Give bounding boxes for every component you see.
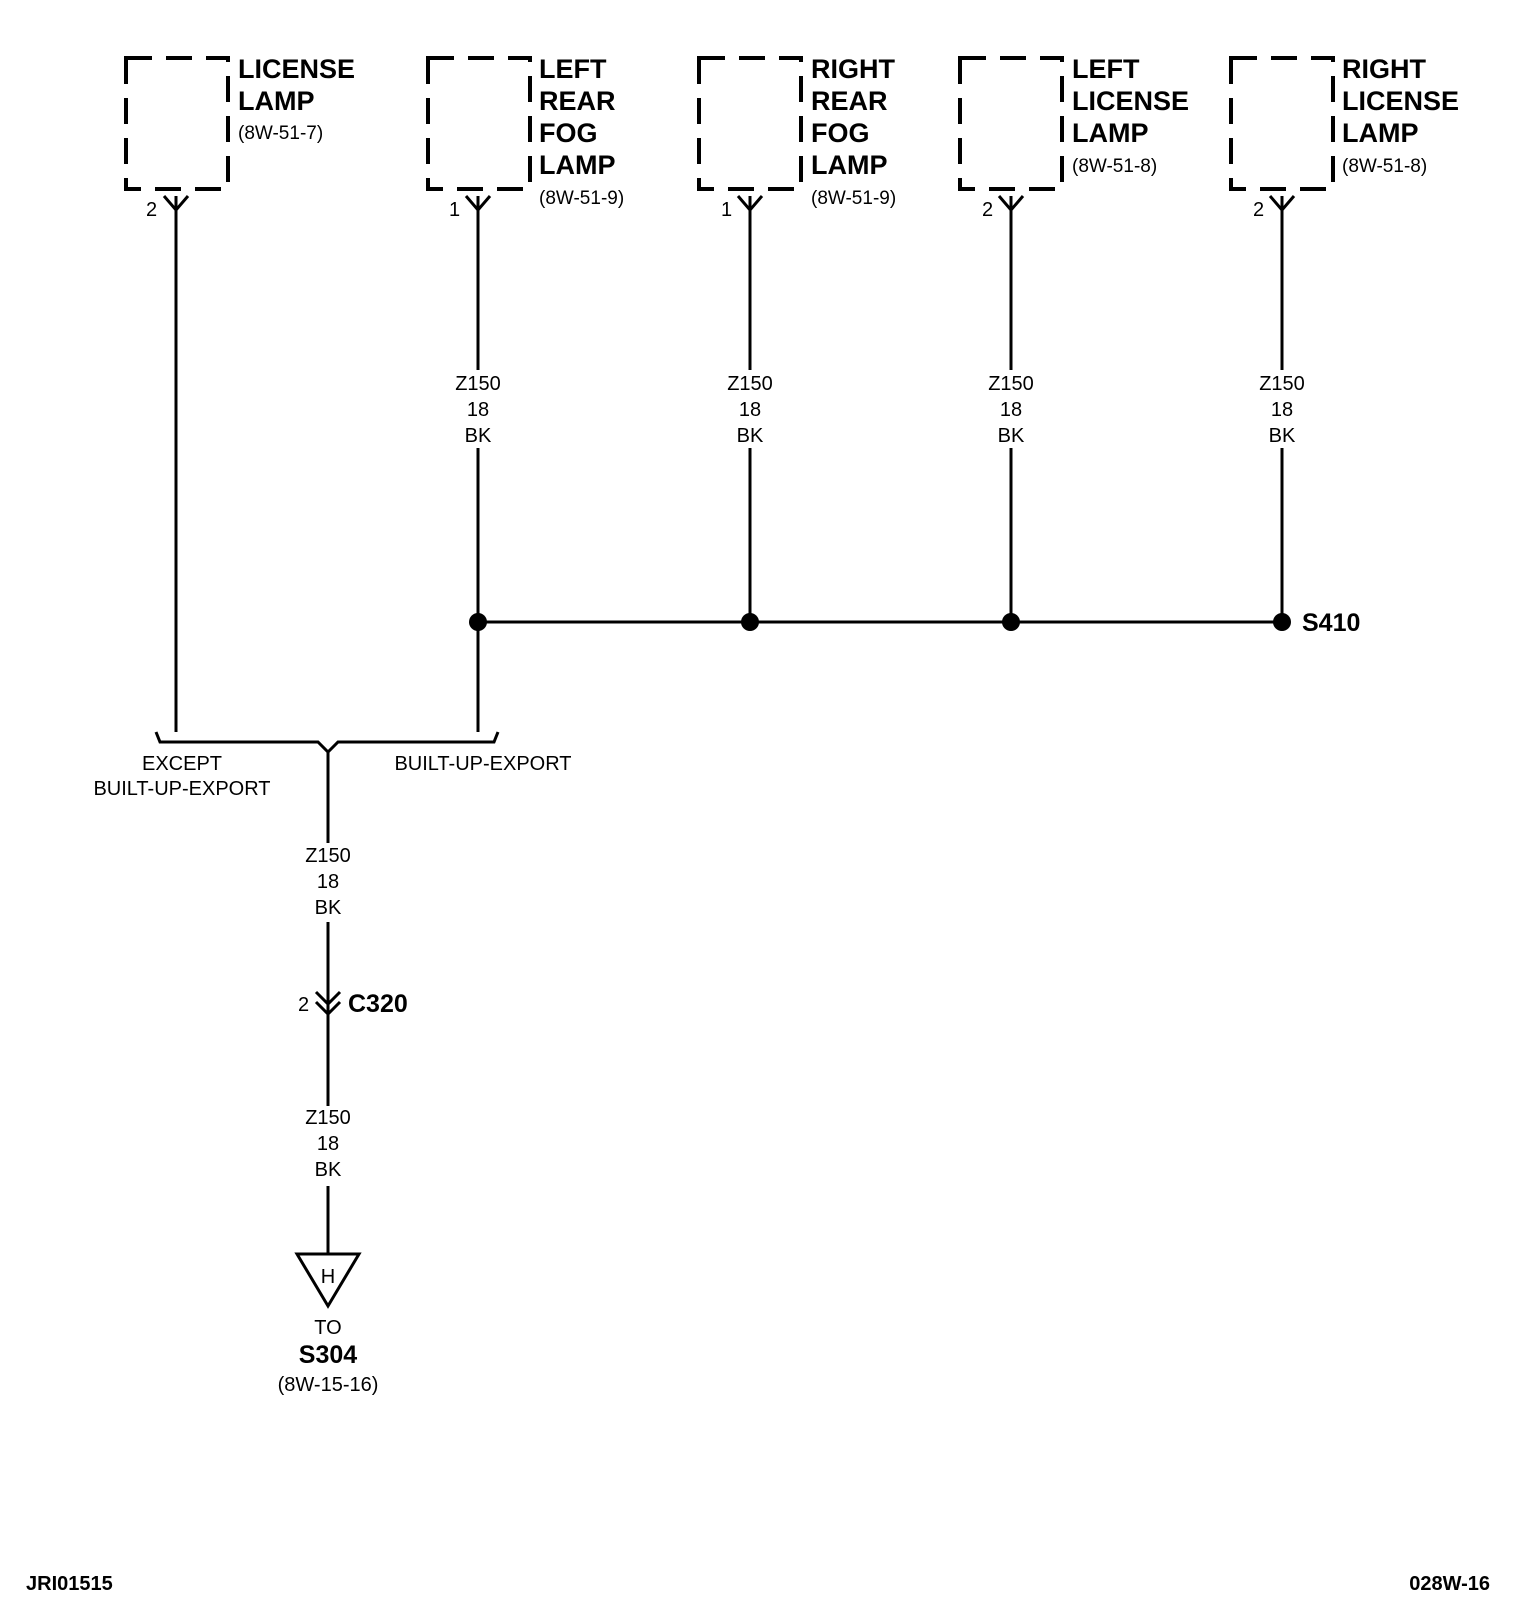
ground-ref: (8W-15-16)	[278, 1374, 379, 1396]
splice-dot	[469, 613, 487, 631]
component-label-line: LAMP	[1072, 118, 1149, 148]
splice-dot	[1273, 613, 1291, 631]
component-box	[124, 56, 230, 191]
option-right: BUILT-UP-EXPORT	[394, 753, 571, 775]
wire-circuit: Z150	[727, 373, 773, 395]
splice-dot	[741, 613, 759, 631]
component-license-lamp: LICENSE LAMP (8W-51-7) 2	[124, 54, 355, 221]
wire-label: Z150 18 BK	[455, 373, 501, 447]
component-ref: (8W-51-7)	[238, 123, 323, 144]
component-box	[426, 56, 532, 191]
component-box	[697, 56, 803, 191]
wire-label: Z150 18 BK	[988, 373, 1034, 447]
connector-c320-arrow	[314, 1000, 342, 1017]
connector-c320-arrow	[314, 990, 342, 1007]
component-right-rear-fog-lamp: RIGHT REAR FOG LAMP (8W-51-9) 1	[697, 54, 896, 221]
wire-label: Z150 18 BK	[305, 845, 351, 919]
component-label-line: LAMP	[811, 150, 888, 180]
ground-triangle-icon	[294, 1252, 362, 1309]
wire-gauge: 18	[739, 399, 761, 421]
option-left-line: BUILT-UP-EXPORT	[93, 778, 270, 800]
wire-label: Z150 18 BK	[305, 1107, 351, 1181]
footer-left-id: JRI01515	[26, 1573, 113, 1595]
connector-pin: 2	[298, 994, 309, 1016]
wire-gauge: 18	[1000, 399, 1022, 421]
ground-destination: S304	[299, 1341, 357, 1369]
connector-name: C320	[348, 990, 408, 1018]
component-label-line: FOG	[539, 118, 598, 148]
component-right-license-lamp: RIGHT LICENSE LAMP (8W-51-8) 2	[1229, 54, 1459, 221]
component-ref: (8W-51-9)	[539, 188, 624, 209]
option-left-line: EXCEPT	[142, 753, 222, 775]
splice-name: S410	[1302, 609, 1360, 637]
wire-color: BK	[1269, 425, 1296, 447]
wire-gauge: 18	[317, 1133, 339, 1155]
footer-right-id: 028W-16	[1409, 1573, 1490, 1595]
component-box	[1229, 56, 1335, 191]
wire-gauge: 18	[1271, 399, 1293, 421]
wire-color: BK	[998, 425, 1025, 447]
component-ref: (8W-51-8)	[1342, 156, 1427, 177]
wire-circuit: Z150	[988, 373, 1034, 395]
splice-dot	[1002, 613, 1020, 631]
component-label-line: REAR	[811, 86, 888, 116]
pin-number: 2	[982, 199, 993, 221]
component-label-line: LAMP	[539, 150, 616, 180]
wire-circuit: Z150	[305, 845, 351, 867]
component-box	[958, 56, 1064, 191]
component-left-rear-fog-lamp: LEFT REAR FOG LAMP (8W-51-9) 1	[426, 54, 624, 221]
pin-number: 1	[449, 199, 460, 221]
component-label-line: FOG	[811, 118, 870, 148]
wire-color: BK	[737, 425, 764, 447]
component-ref: (8W-51-9)	[811, 188, 896, 209]
component-label-line: LAMP	[238, 86, 315, 116]
wire-color: BK	[315, 897, 342, 919]
component-label-line: LICENSE	[1072, 86, 1189, 116]
wire-gauge: 18	[317, 871, 339, 893]
component-label-line: REAR	[539, 86, 616, 116]
ground-letter: H	[321, 1266, 335, 1288]
wire-color: BK	[315, 1159, 342, 1181]
component-left-license-lamp: LEFT LICENSE LAMP (8W-51-8) 2	[958, 54, 1189, 221]
pin-number: 2	[146, 199, 157, 221]
pin-number: 2	[1253, 199, 1264, 221]
wire-gauge: 18	[467, 399, 489, 421]
pin-number: 1	[721, 199, 732, 221]
wire-color: BK	[465, 425, 492, 447]
component-label-line: LEFT	[539, 54, 607, 84]
component-label-line: LEFT	[1072, 54, 1140, 84]
component-label-line: RIGHT	[811, 54, 896, 84]
wire-label: Z150 18 BK	[1259, 373, 1305, 447]
component-label-line: LICENSE	[238, 54, 355, 84]
component-label-line: RIGHT	[1342, 54, 1427, 84]
option-bracket	[154, 731, 500, 755]
wire-circuit: Z150	[455, 373, 501, 395]
ground-to: TO	[314, 1317, 341, 1339]
wire-circuit: Z150	[1259, 373, 1305, 395]
component-label-line: LICENSE	[1342, 86, 1459, 116]
component-label-line: LAMP	[1342, 118, 1419, 148]
wire-circuit: Z150	[305, 1107, 351, 1129]
component-ref: (8W-51-8)	[1072, 156, 1157, 177]
wire-label: Z150 18 BK	[727, 373, 773, 447]
